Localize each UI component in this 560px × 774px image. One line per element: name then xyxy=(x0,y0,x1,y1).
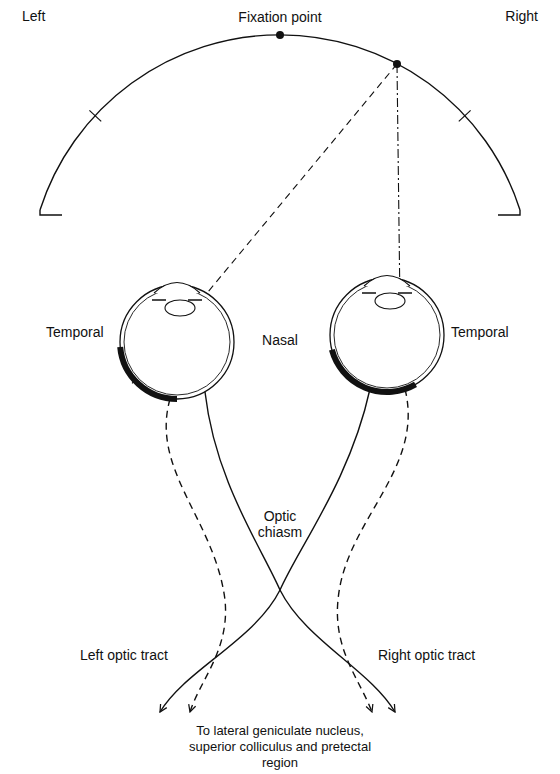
temporal-fibre xyxy=(337,389,408,712)
arc-end-stub xyxy=(498,210,520,215)
temporal-fibre xyxy=(166,399,225,712)
retina-side-label: Temporal xyxy=(46,324,104,340)
arc-end-stub xyxy=(40,210,62,215)
retina-side-label: Temporal xyxy=(451,324,509,340)
destination-note: To lateral geniculate nucleus, superior … xyxy=(180,723,380,771)
arc-tick xyxy=(459,110,471,121)
chiasm-label: Optic chiasm xyxy=(249,508,311,540)
tract-label: Right optic tract xyxy=(378,647,475,663)
left-eye xyxy=(120,283,234,400)
fixation-dot xyxy=(276,31,284,39)
retina-side-label: Nasal xyxy=(262,332,298,348)
field-side-label: Right xyxy=(505,8,538,24)
arc-tick xyxy=(89,110,101,121)
tract-label: Left optic tract xyxy=(80,647,168,663)
visual-field-arc xyxy=(40,35,520,210)
field-side-label: Left xyxy=(22,8,45,24)
right-eye xyxy=(330,276,444,393)
fixation-label: Fixation point xyxy=(238,9,321,25)
nasal-fibre xyxy=(160,389,370,712)
